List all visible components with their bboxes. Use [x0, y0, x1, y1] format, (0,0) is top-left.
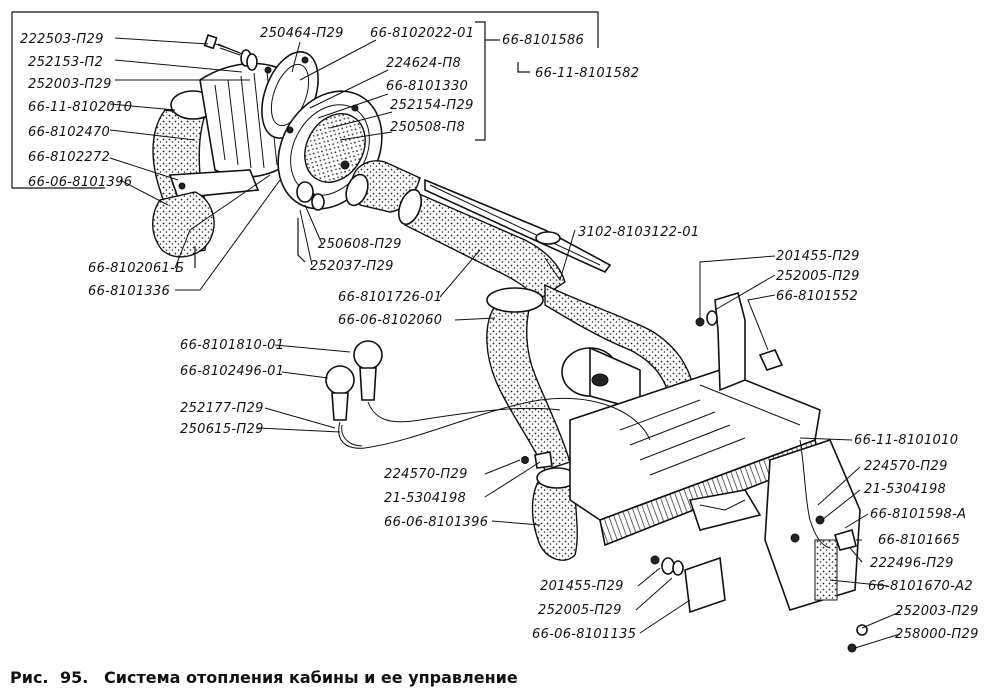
- control-cables: [325, 340, 868, 653]
- label-l03: 252003-П29: [28, 77, 112, 92]
- caption-title: Система отопления кабины и ее управление: [104, 668, 518, 687]
- label-l39: 66-8101670-А2: [868, 579, 973, 594]
- label-l23: 201455-П29: [776, 249, 860, 264]
- label-l27: 66-8102496-01: [180, 364, 284, 379]
- label-l10: 66-8101586: [502, 33, 584, 48]
- label-l07: 66-06-8101396: [28, 175, 132, 190]
- caption-prefix: Рис.: [10, 668, 49, 687]
- label-l40: 252003-П29: [895, 604, 979, 619]
- label-l08: 250464-П29: [260, 26, 344, 41]
- label-l25: 66-8101552: [776, 289, 858, 304]
- fan-housing-assembly: [152, 34, 319, 258]
- label-l17: 252037-П29: [310, 259, 394, 274]
- label-l41: 201455-П29: [540, 579, 624, 594]
- heater-unit: [561, 291, 861, 614]
- group-bracket-left: [11, 11, 599, 268]
- label-l42: 252005-П29: [538, 603, 622, 618]
- label-l05: 66-8102470: [28, 125, 110, 140]
- label-l21: 66-8101726-01: [338, 290, 442, 305]
- label-l18: 66-8102061-Б: [88, 261, 184, 276]
- label-l31: 21-5304198: [384, 491, 466, 506]
- label-l12: 224624-П8: [386, 56, 461, 71]
- label-l35: 21-5304198: [864, 482, 946, 497]
- label-l34: 224570-П29: [864, 459, 948, 474]
- label-l33: 66-11-8101010: [854, 433, 958, 448]
- label-l43: 66-06-8101135: [532, 627, 636, 642]
- label-l04: 66-11-8102010: [28, 100, 132, 115]
- figure-caption: Рис. 95. Система отопления кабины и ее у…: [10, 668, 518, 687]
- label-l38: 222496-П29: [870, 556, 954, 571]
- label-l37: 66-8101665: [878, 533, 960, 548]
- air-duct-hoses: [345, 160, 696, 561]
- caption-number: 95.: [60, 668, 88, 687]
- label-l29: 250615-П29: [180, 422, 264, 437]
- label-l26: 66-8101810-01: [180, 338, 284, 353]
- label-l19: 66-8101336: [88, 284, 170, 299]
- label-l22: 66-06-8102060: [338, 313, 442, 328]
- label-l32: 66-06-8101396: [384, 515, 488, 530]
- label-l20: 3102-8103122-01: [578, 225, 699, 240]
- label-l02: 252153-П2: [28, 55, 103, 70]
- label-l13: 66-8101330: [386, 79, 468, 94]
- leader-lines: [109, 37, 901, 649]
- label-l06: 66-8102272: [28, 150, 110, 165]
- part-labels: 222503-П29 252153-П2 252003-П29 66-11-81…: [20, 26, 979, 642]
- label-l30: 224570-П29: [384, 467, 468, 482]
- label-l44: 258000-П29: [895, 627, 979, 642]
- label-l01: 222503-П29: [20, 32, 104, 47]
- label-l28: 252177-П29: [180, 401, 264, 416]
- label-l36: 66-8101598-А: [870, 507, 966, 522]
- label-l14: 252154-П29: [390, 98, 474, 113]
- label-l24: 252005-П29: [776, 269, 860, 284]
- label-l15: 250508-П8: [390, 120, 465, 135]
- label-l16: 250608-П29: [318, 237, 402, 252]
- label-l09: 66-8102022-01: [370, 26, 474, 41]
- label-l11: 66-11-8101582: [535, 66, 639, 81]
